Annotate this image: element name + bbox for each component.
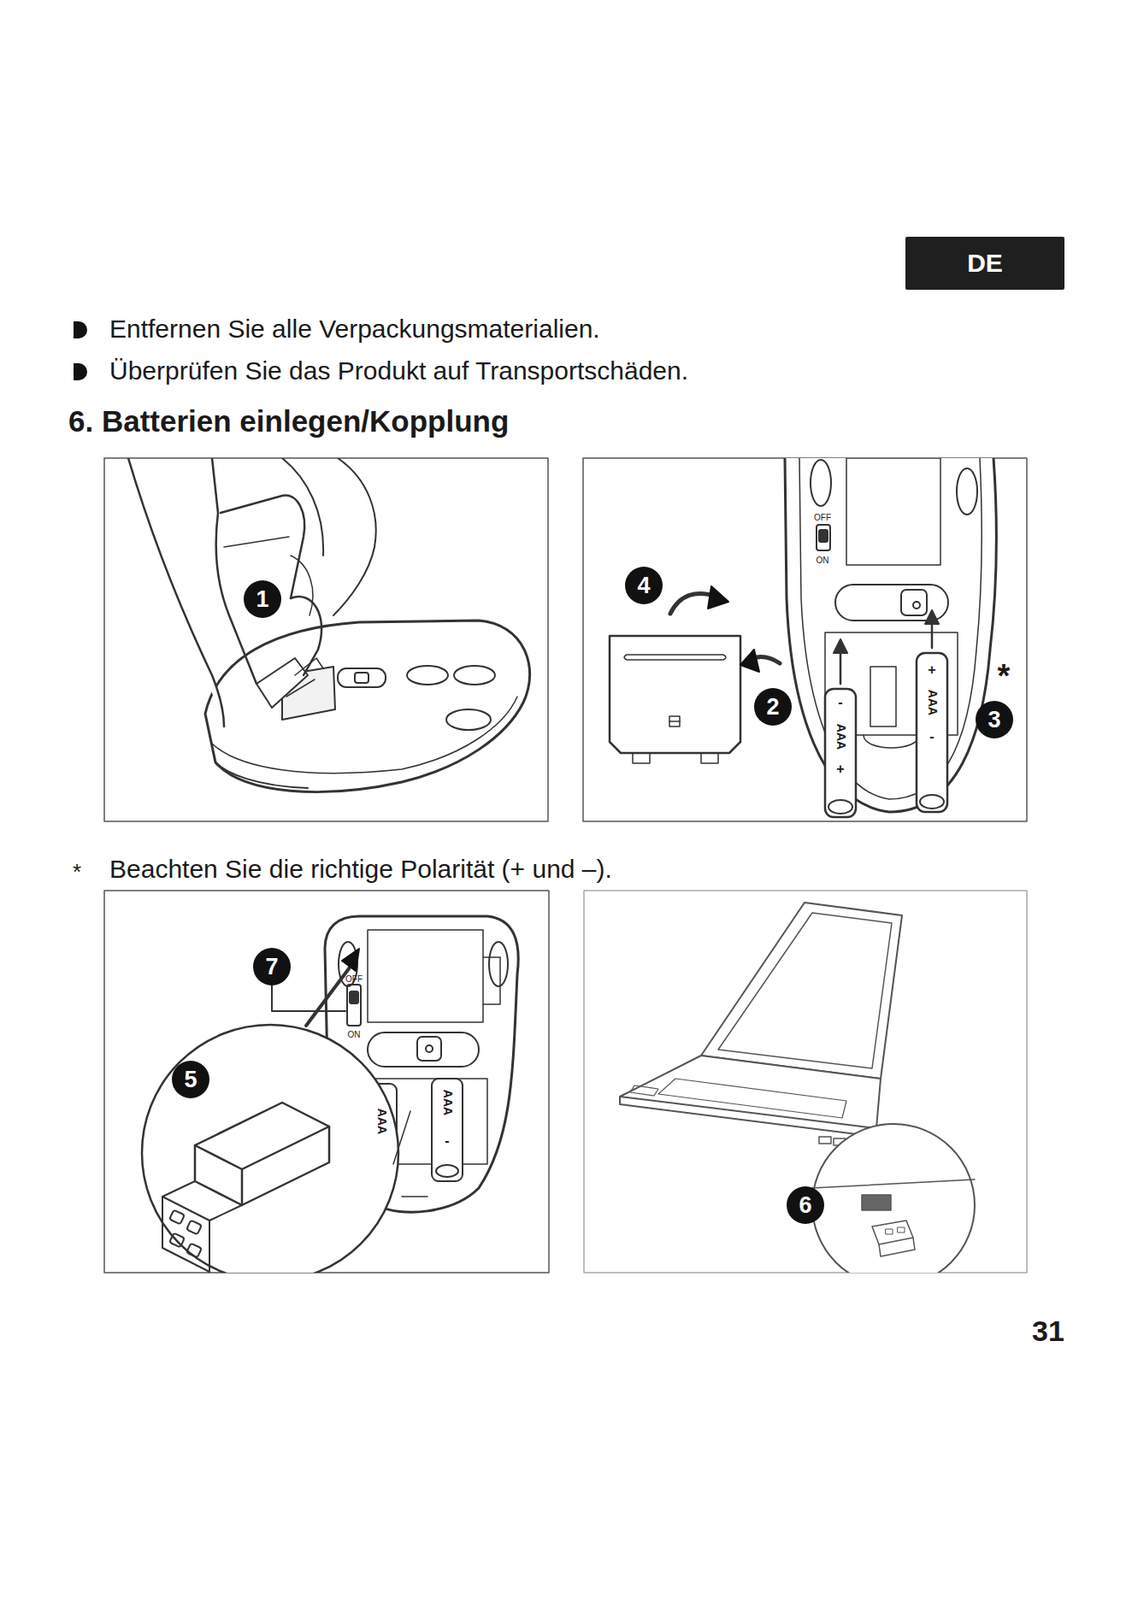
switch-label: ON [347, 1030, 361, 1040]
callout-text: 5 [183, 1067, 197, 1094]
bullet-text: Entfernen Sie alle Verpackungsmaterialie… [109, 314, 601, 343]
callout-number: 1 [243, 580, 282, 619]
polarity-sign: - [929, 729, 934, 745]
callout-number: 7 [253, 948, 291, 986]
switch-label: OFF [813, 512, 832, 523]
callout-text: 2 [766, 694, 779, 721]
page-number: 31 [1031, 1315, 1065, 1348]
tab-text: DE [966, 248, 1003, 278]
callout-number: 2 [754, 688, 792, 726]
hand-opening-cover [128, 458, 531, 793]
note-text: Beachten Sie die richtige Polarität (+ u… [109, 854, 613, 884]
switch-label: ON [816, 555, 830, 566]
battery-label: AAA [833, 724, 847, 750]
callout-number: 4 [624, 566, 663, 605]
battery-label: AAA [925, 689, 938, 716]
battery-insertion [609, 458, 997, 818]
section-heading: 6. Batterien einlegen/Kopplung [68, 405, 509, 439]
polarity-sign: + [927, 662, 936, 679]
polarity-sign: - [444, 1133, 449, 1150]
battery-label: AAA [440, 1090, 454, 1116]
callout-number: 3 [975, 701, 1014, 739]
callout-text: 1 [255, 586, 269, 614]
callout-text: 7 [265, 954, 278, 981]
receiver-removal [141, 916, 519, 1282]
callout-text: 4 [636, 572, 650, 600]
panel-frame [104, 458, 549, 822]
note-marker: * [72, 860, 82, 885]
switch-label: OFF [345, 974, 363, 985]
callout-number: 6 [786, 1186, 825, 1225]
laptop-usb [619, 902, 975, 1287]
bullet-text: Überprüfen Sie das Produkt auf Transport… [109, 356, 689, 385]
callout-number: 5 [171, 1061, 210, 1099]
callout-text: 3 [987, 707, 1001, 734]
bullet-marker [73, 321, 88, 339]
panel-frame [583, 458, 1027, 822]
battery-label: AAA [374, 1108, 388, 1135]
language-tab: DE [905, 236, 1065, 290]
polarity-sign: - [837, 695, 843, 711]
asterisk: * [997, 659, 1011, 696]
bullet-marker [73, 363, 88, 381]
callout-text: 6 [798, 1192, 812, 1220]
polarity-sign: + [836, 761, 844, 778]
